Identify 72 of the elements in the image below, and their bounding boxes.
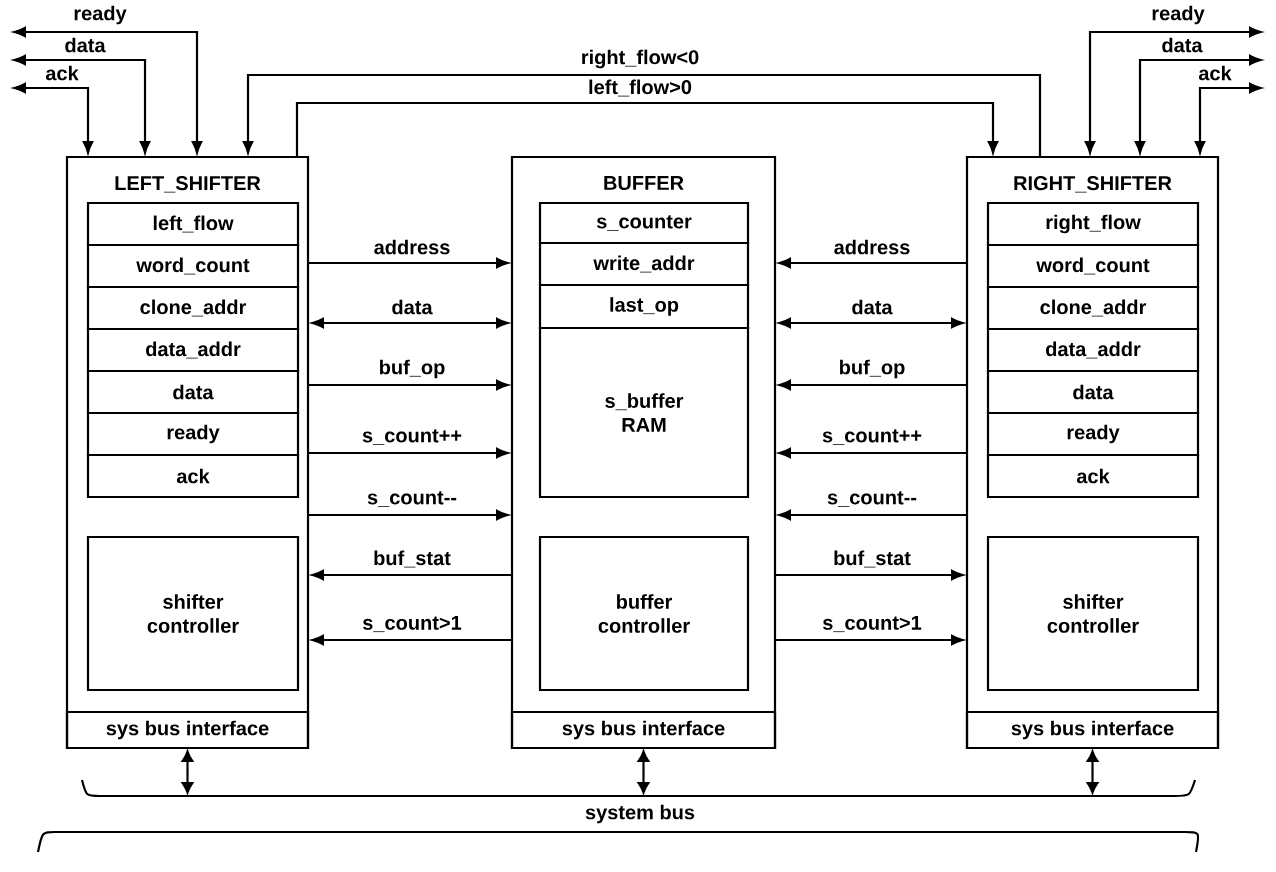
arrow	[308, 509, 509, 521]
register-cell: s_counter	[538, 201, 750, 245]
arrow	[13, 82, 94, 154]
arrow	[311, 569, 512, 581]
register-cell: right_flow	[986, 201, 1200, 247]
edge-label: address	[372, 238, 452, 256]
arrow	[308, 257, 509, 269]
edge-label: data	[390, 298, 434, 316]
arrow	[775, 634, 964, 646]
edge-label: buf_op	[377, 358, 447, 380]
register-cell: data	[86, 369, 300, 415]
arrow	[778, 447, 967, 459]
edge-label: address	[832, 238, 912, 256]
register-cell: data	[986, 369, 1200, 415]
arrow	[1084, 26, 1262, 154]
edge-label: data	[1160, 36, 1204, 54]
interface-cell: sys bus interface	[965, 710, 1220, 750]
arrow	[1134, 54, 1262, 154]
edge-label: s_count>1	[821, 614, 923, 634]
edge-label: data	[850, 298, 894, 316]
register-cell: ack	[86, 453, 300, 499]
edge-label: right_flow<0	[579, 48, 701, 70]
register-cell: data_addr	[86, 327, 300, 373]
register-cell: clone_addr	[86, 285, 300, 331]
memory-box: s_buffer RAM	[538, 326, 750, 499]
register-cell: word_count	[986, 243, 1200, 289]
arrow	[778, 509, 967, 521]
arrow	[778, 317, 964, 329]
interface-cell: sys bus interface	[65, 710, 310, 750]
arrow	[1194, 82, 1262, 154]
register-cell: word_count	[86, 243, 300, 289]
register-cell: last_op	[538, 283, 750, 330]
arrow	[775, 569, 964, 581]
edge-label: left_flow>0	[587, 78, 693, 98]
edge-label: s_count++	[361, 428, 464, 446]
edge-label: data	[63, 36, 107, 54]
edge-label: buf_op	[837, 358, 907, 380]
register-cell: ready	[86, 411, 300, 457]
arrow	[778, 257, 967, 269]
arrow	[181, 750, 194, 794]
edge-label: ready	[72, 4, 128, 26]
arrow	[1086, 750, 1099, 794]
register-cell: left_flow	[86, 201, 300, 247]
edge-label: ack	[44, 64, 80, 82]
edge-label: s_count++	[821, 428, 924, 446]
arrow	[295, 101, 999, 157]
interface-cell: sys bus interface	[510, 710, 777, 750]
register-cell: data_addr	[986, 327, 1200, 373]
register-cell: write_addr	[538, 241, 750, 287]
arrow	[308, 379, 509, 391]
arrow	[311, 317, 509, 329]
register-cell: clone_addr	[986, 285, 1200, 331]
edge-label: s_count--	[826, 490, 918, 508]
arrow	[308, 447, 509, 459]
controller-box: buffer controller	[538, 535, 750, 692]
edge-label: s_count--	[366, 490, 458, 508]
edge-label: ack	[1197, 64, 1233, 82]
arrow	[13, 54, 151, 154]
system-bus: system bus	[53, 794, 1187, 834]
edge-label: ready	[1150, 4, 1206, 26]
controller-box: shifter controller	[86, 535, 300, 692]
arrow	[778, 379, 967, 391]
arrow	[637, 750, 650, 794]
arrow	[311, 634, 512, 646]
edge-label: buf_stat	[832, 549, 912, 569]
register-cell: ack	[986, 453, 1200, 499]
edge-label: s_count>1	[361, 614, 463, 634]
controller-box: shifter controller	[986, 535, 1200, 692]
arrow	[242, 73, 1042, 157]
arrow	[13, 26, 203, 154]
edge-label: buf_stat	[372, 549, 452, 569]
register-cell: ready	[986, 411, 1200, 457]
